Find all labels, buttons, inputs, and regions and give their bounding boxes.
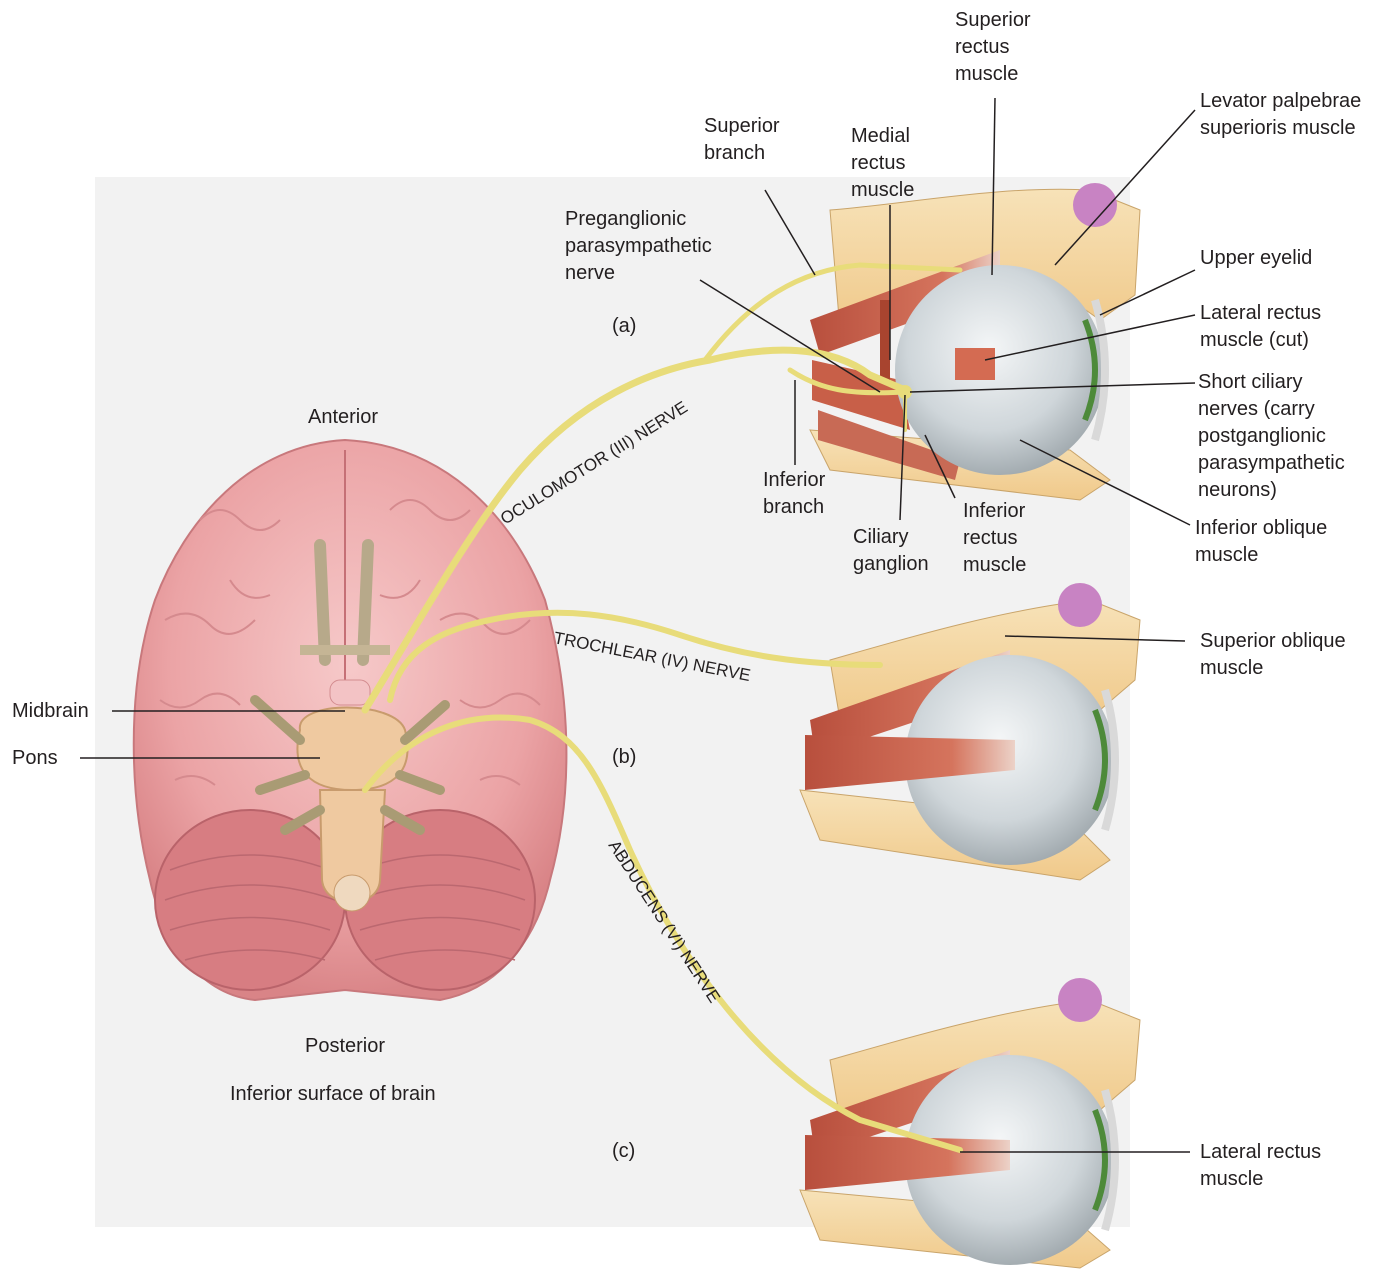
pons bbox=[297, 708, 407, 791]
panel-label-a: (a) bbox=[612, 313, 636, 340]
label-upper-eyelid: Upper eyelid bbox=[1200, 245, 1312, 272]
cerebellum-left bbox=[155, 810, 345, 990]
figure-caption: Inferior surface of brain bbox=[230, 1081, 436, 1108]
panel-label-b: (b) bbox=[612, 744, 636, 771]
label-anterior: Anterior bbox=[308, 404, 378, 431]
panel-label-c: (c) bbox=[612, 1138, 635, 1165]
label-posterior: Posterior bbox=[305, 1033, 385, 1060]
label-midbrain: Midbrain bbox=[12, 698, 89, 725]
label-pons: Pons bbox=[12, 745, 58, 772]
